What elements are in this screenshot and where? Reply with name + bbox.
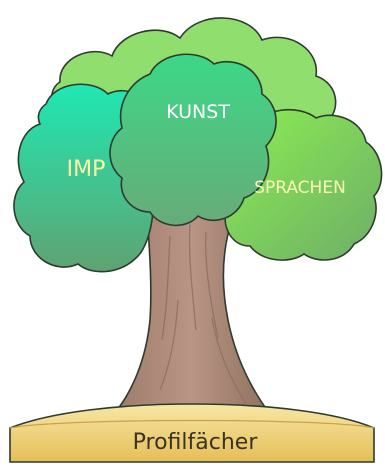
imp-label: IMP bbox=[67, 157, 106, 182]
trunk-bark-lines bbox=[159, 223, 247, 405]
base-label: Profilfächer bbox=[133, 430, 259, 455]
kunst-label: KUNST bbox=[166, 101, 230, 123]
kunst-crown bbox=[109, 53, 277, 227]
base-plank bbox=[9, 403, 375, 463]
sprachen-label: SPRACHEN bbox=[254, 178, 346, 198]
base-plank-edge bbox=[9, 419, 375, 429]
